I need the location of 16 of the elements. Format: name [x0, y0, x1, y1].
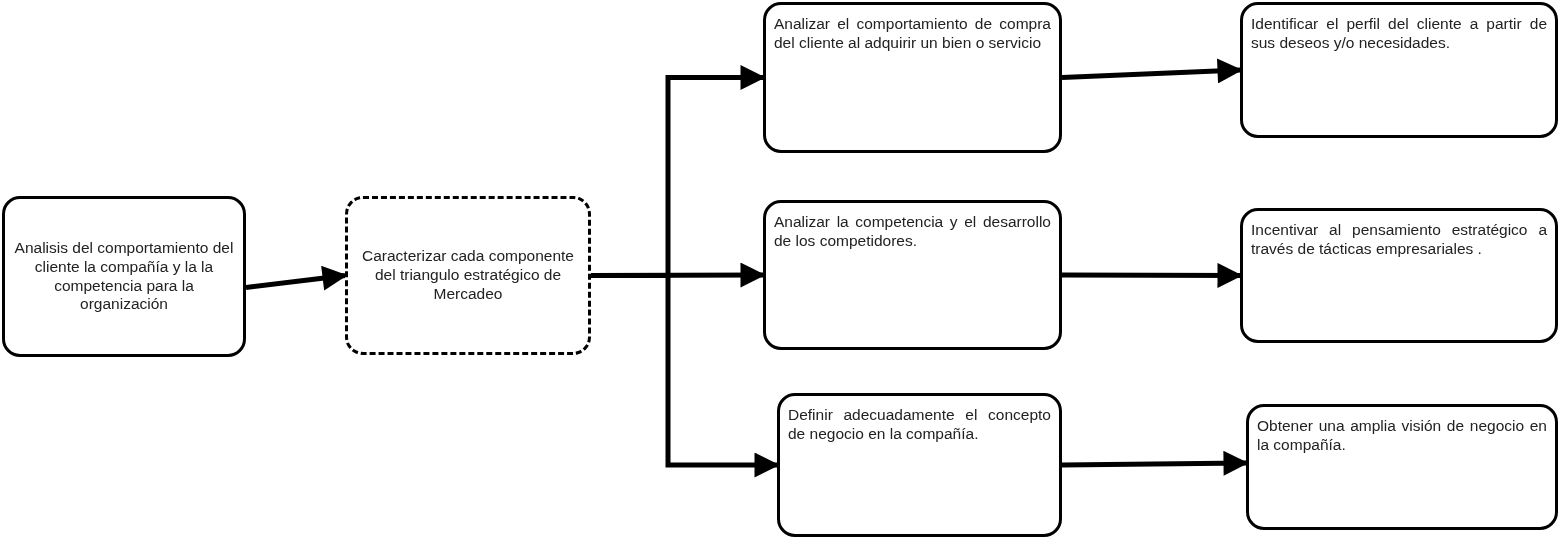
box-text: Identificar el perfil del cliente a partir de sus deseos y/o necesidades. — [1251, 15, 1547, 53]
process-box — [2, 196, 246, 357]
process-box — [763, 2, 1062, 153]
process-box — [1246, 404, 1558, 530]
process-box — [1240, 208, 1558, 343]
dashed-process-box — [345, 196, 591, 355]
process-box — [777, 393, 1062, 537]
box-text: Definir adecuadamente el concepto de negocio en la compañía. — [788, 406, 1051, 444]
box-text: Analisis del comportamiento del cliente la compañía y la la competencia para la organización — [13, 238, 235, 315]
box-text: Obtener una amplia visión de negocio en la compañía. — [1257, 417, 1547, 455]
box-text: Incentivar al pensamiento estratégico a través de tácticas empresariales . — [1251, 221, 1547, 259]
box-text: Analizar el comportamiento de compra del cliente al adquirir un bien o servicio — [774, 15, 1051, 53]
box-text: Caracterizar cada componente del triangulo estratégico de Mercadeo — [361, 247, 575, 304]
process-box — [1240, 2, 1558, 138]
box-text: Analizar la competencia y el desarrollo de los competidores. — [774, 213, 1051, 251]
process-box — [763, 200, 1062, 350]
